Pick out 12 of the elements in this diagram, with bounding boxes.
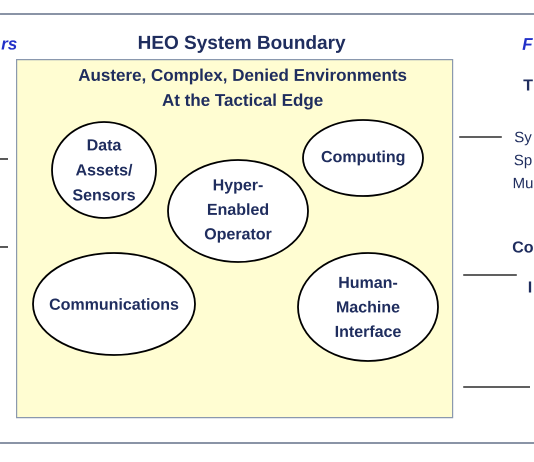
connector-line [0,246,8,248]
connector-line [0,158,8,160]
section-heading: Co [512,241,533,253]
column-title: F [522,38,533,50]
section-heading: T [523,79,533,90]
side-heading: I [528,281,532,292]
connector-line [463,274,517,276]
connector-line [459,136,502,138]
connector-line [463,386,530,388]
side-text: Sy Sp Mu [514,132,532,188]
column-title: rs [2,40,17,50]
boundary-title: HEO System Boundary [138,35,346,53]
